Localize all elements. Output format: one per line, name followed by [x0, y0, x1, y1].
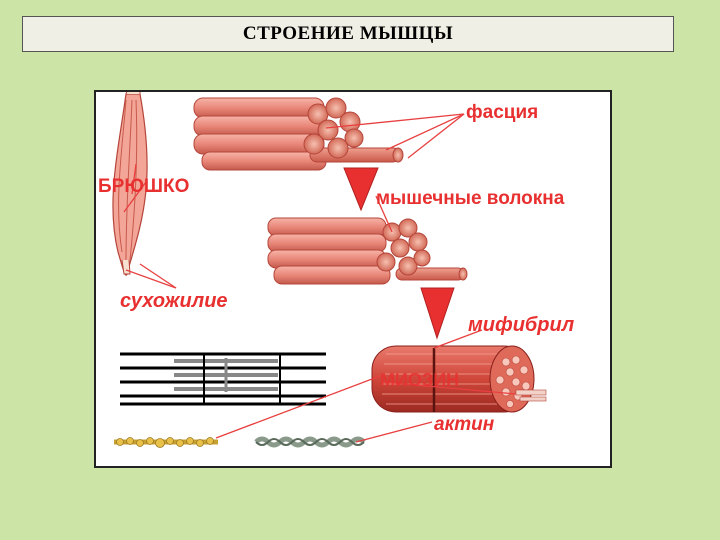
label-actin: актин [434, 414, 495, 435]
actin-filament-icon [254, 436, 366, 448]
diagram-panel: фасция БРЮШКО мышечные волокна сухожилие… [94, 90, 612, 468]
sarcomere-icon [120, 352, 326, 406]
label-myosin: МИОЗИН [380, 370, 460, 390]
muscle-belly-icon [112, 92, 148, 276]
fiber-bundle-icon [267, 217, 468, 285]
page-title: СТРОЕНИЕ МЫШЦЫ [242, 23, 454, 44]
fascia-bundle-icon [193, 97, 404, 171]
label-fascia: фасция [466, 102, 539, 123]
myosin-filament-icon [114, 437, 218, 448]
label-fibers: мышечные волокна [376, 188, 565, 209]
pointer-lines [123, 113, 517, 443]
label-tendon: сухожилие [120, 290, 228, 312]
muscle-structure-diagram [112, 92, 547, 448]
down-arrow-icon [420, 287, 455, 340]
title-bar: СТРОЕНИЕ МЫШЦЫ [22, 16, 674, 52]
down-arrow-icon [343, 167, 379, 212]
label-myofibril: мифибрил [468, 314, 575, 336]
label-belly: БРЮШКО [98, 176, 190, 197]
